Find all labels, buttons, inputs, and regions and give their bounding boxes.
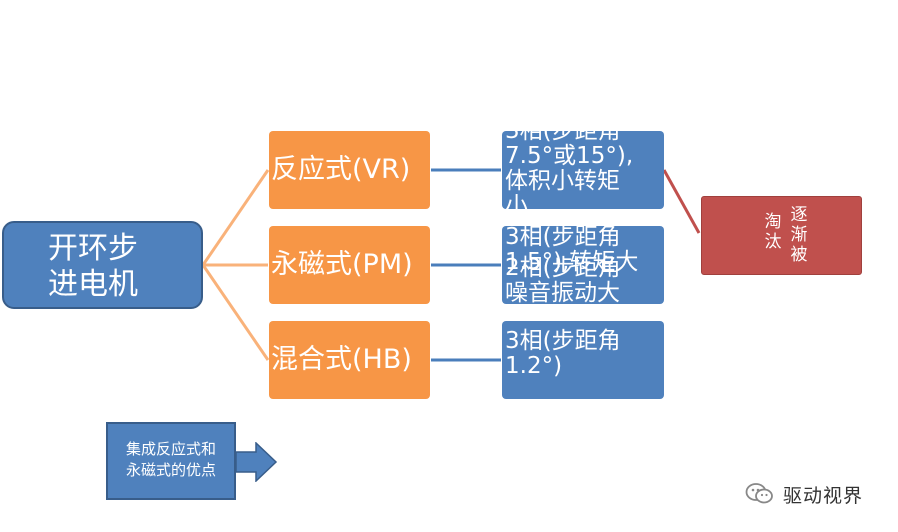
wechat-icon [745,483,773,504]
desc-vr-line-4: 小 [505,193,528,210]
type-node-pm: 永磁式(PM) [269,226,430,304]
type-label-hb: 混合式(HB) [271,344,412,375]
watermark-text: 驱动视界 [783,484,864,507]
eliminated-col-2: 淘汰 [764,212,782,252]
note-line-1: 集成反应式和 [125,440,216,458]
hybrid-note-box: 集成反应式和 永磁式的优点 [106,422,236,500]
desc-node-vr: 3相(步距角 7.5°或15°), 体积小转矩 小 [502,131,664,209]
type-node-hb: 混合式(HB) [269,321,430,399]
type-node-vr: 反应式(VR) [269,131,430,209]
watermark: 驱动视界 [745,480,863,508]
type-label-pm: 永磁式(PM) [271,249,413,280]
root-line-2: 进电机 [48,267,138,302]
desc-node-hb: 3相(步距角 1.2°) [502,321,664,399]
note-line-2: 永磁式的优点 [125,461,216,479]
right-arrow-icon [236,442,278,482]
desc-vr-line-1: 3相(步距角 [505,131,621,144]
connector-root-vr [201,169,270,266]
desc-hb-line-2: 1.2°) [505,353,563,379]
root-line-1: 开环步 [48,231,138,266]
eliminated-col-1: 逐渐被 [790,205,808,265]
desc-pm-line-2: 1.5°),转矩大 [505,249,639,275]
desc-pm-line-1: 3相(步距角 [505,226,621,250]
eliminated-node: 逐渐被 淘汰 [701,196,862,275]
type-label-vr: 反应式(VR) [271,154,411,185]
desc-node-pm: 3相(步距角 1.5°),转矩大 2相(步距角 噪音振动大 [502,226,664,304]
desc-hb-line-1: 3相(步距角 [505,328,621,354]
desc-vr-line-2: 7.5°或15°), [505,143,634,169]
desc-vr-line-3: 体积小转矩 [505,168,620,194]
connector-root-hb [201,264,270,361]
desc-pm-line-3: 2相(步距角 [505,255,621,281]
root-node-open-loop-stepper: 开环步 进电机 [2,221,203,309]
connector-vr-eliminated [662,169,701,234]
desc-pm-line-4: 噪音振动大 [505,280,620,305]
